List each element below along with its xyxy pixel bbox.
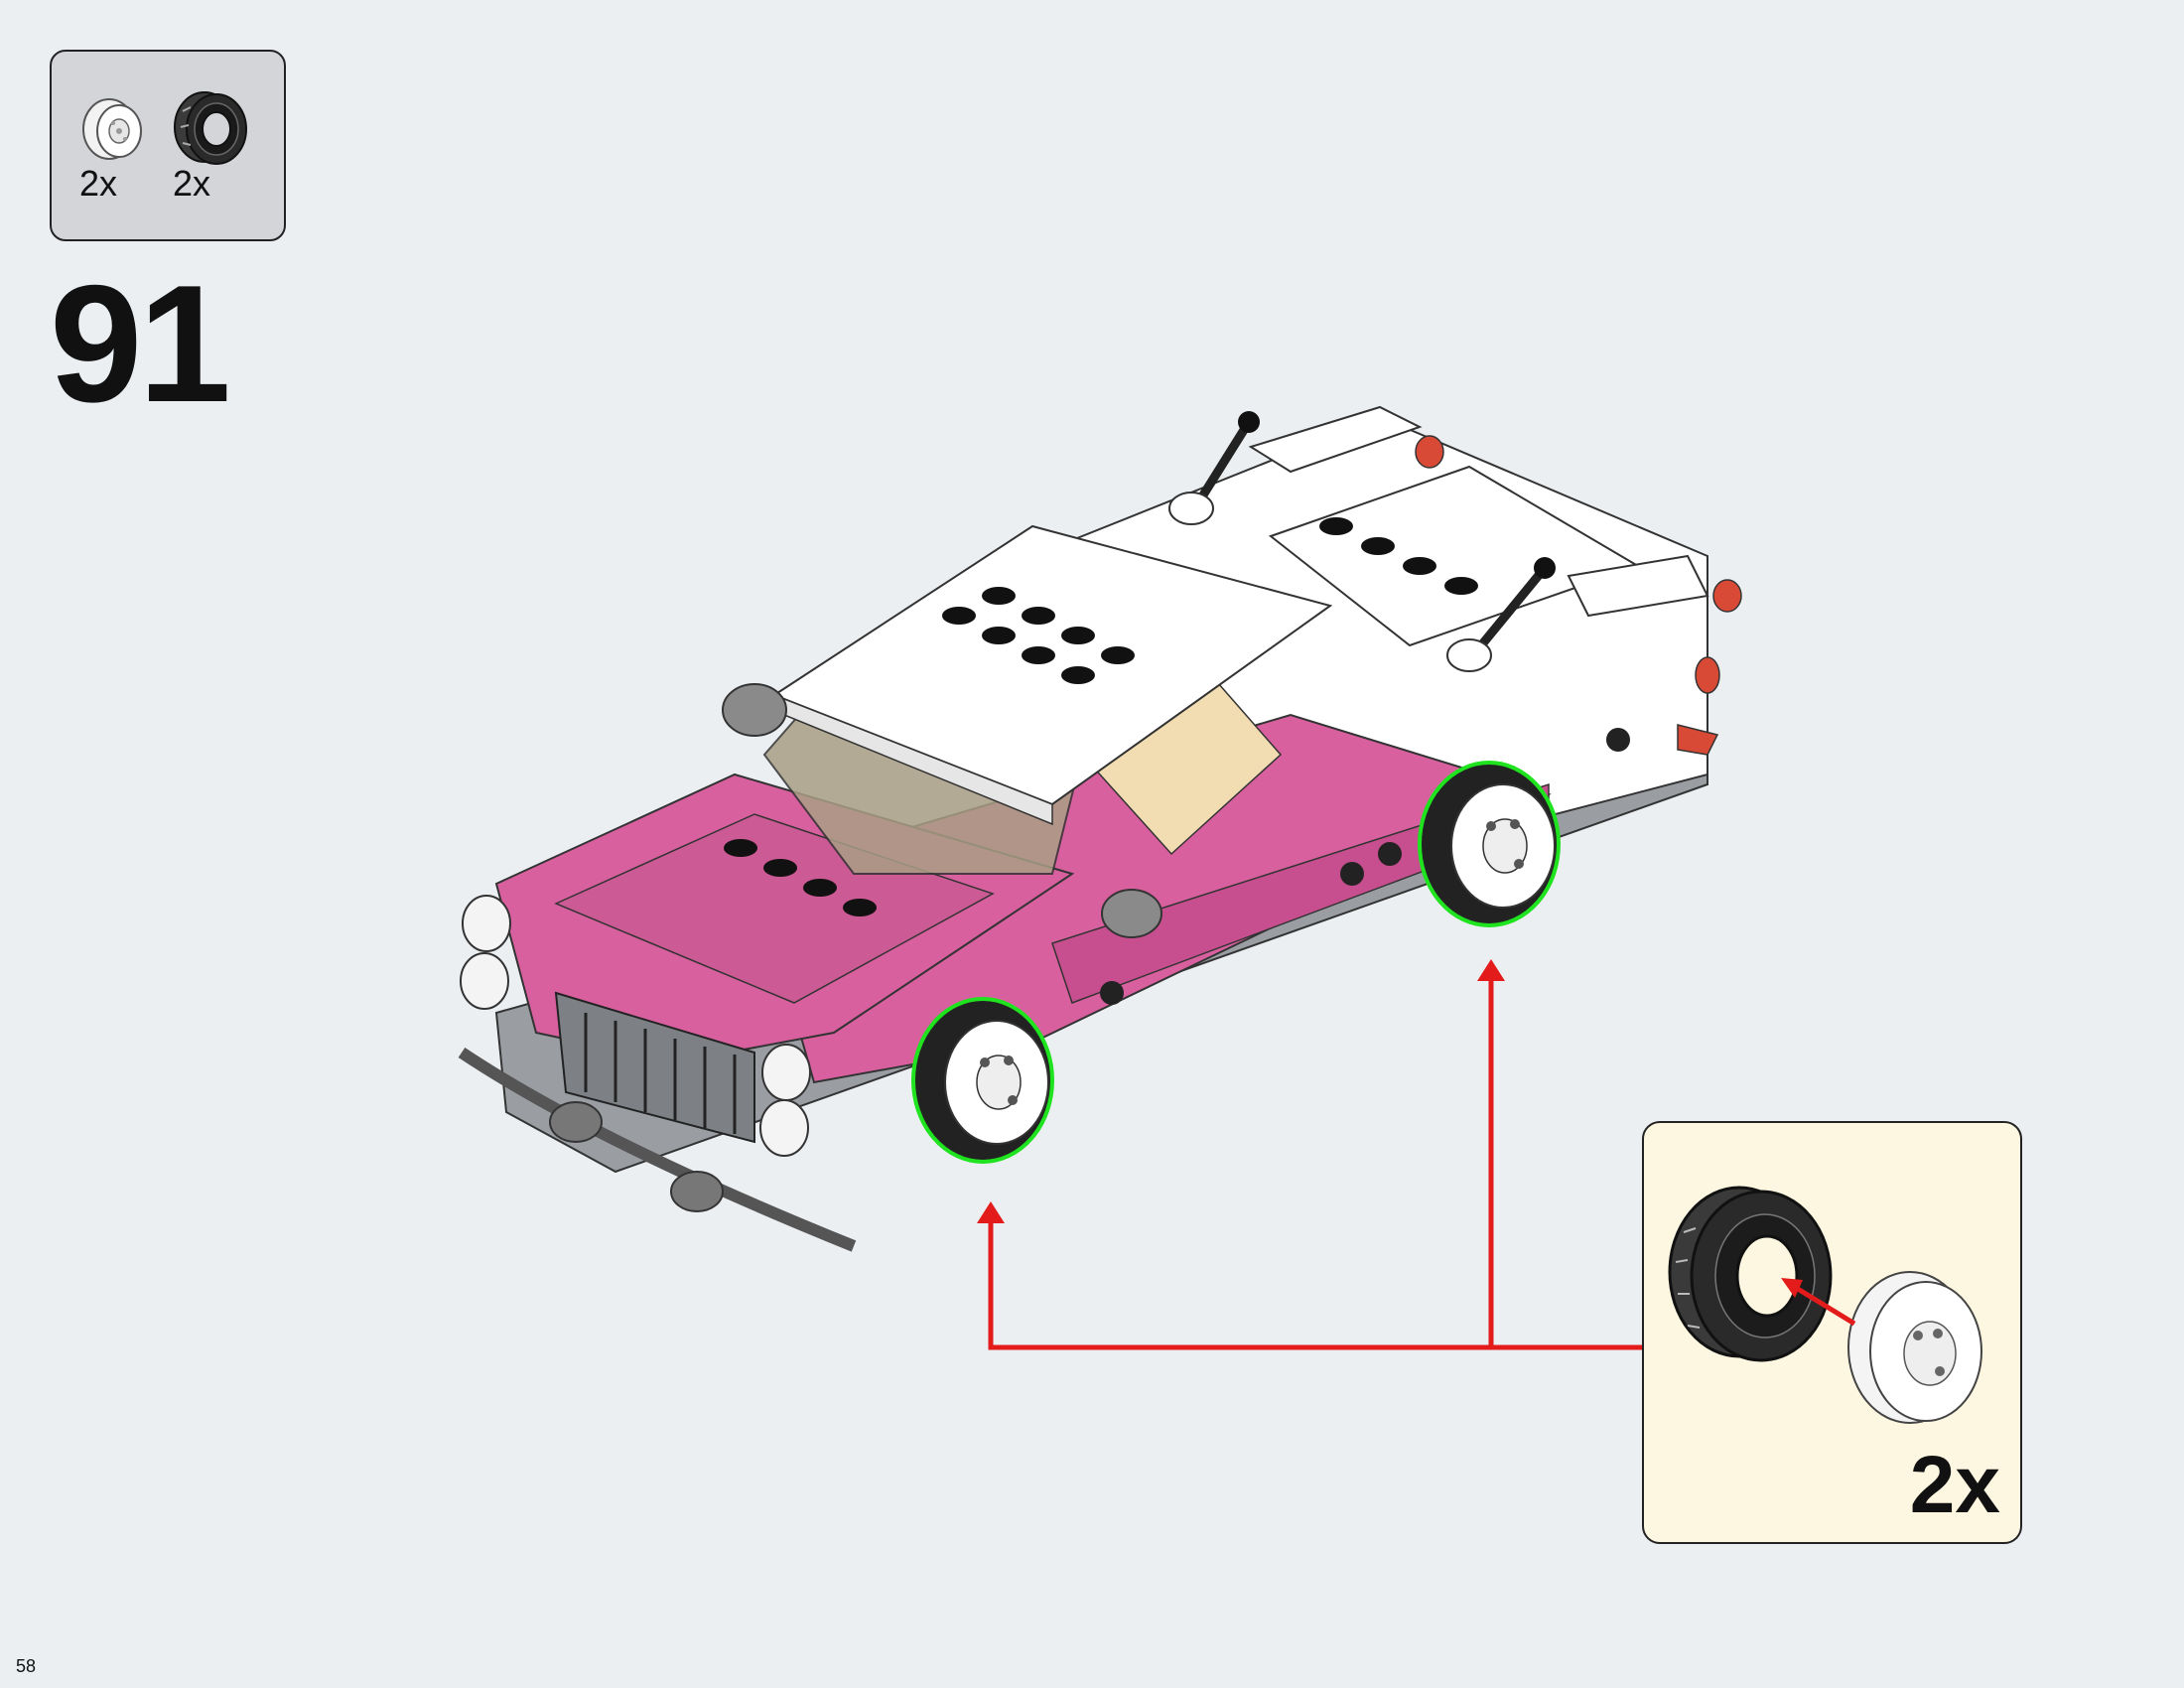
- parts-callout: 2x 2x: [50, 50, 286, 241]
- sub-assembly-callout: 2x: [1642, 1121, 2022, 1544]
- rear-wheel: [1418, 761, 1561, 927]
- tire-icon: [174, 91, 247, 165]
- wheel-rim-icon: [82, 98, 142, 160]
- front-wheel: [911, 997, 1054, 1164]
- sub-assembly-quantity: 2x: [1909, 1440, 2000, 1530]
- step-number: 91: [50, 250, 231, 437]
- rim-quantity: 2x: [79, 163, 118, 204]
- placement-arrows: [988, 978, 1642, 1350]
- tire-on-rim-illustration: [1668, 1186, 1982, 1424]
- page-number: 58: [16, 1656, 37, 1676]
- tire-quantity: 2x: [173, 163, 211, 204]
